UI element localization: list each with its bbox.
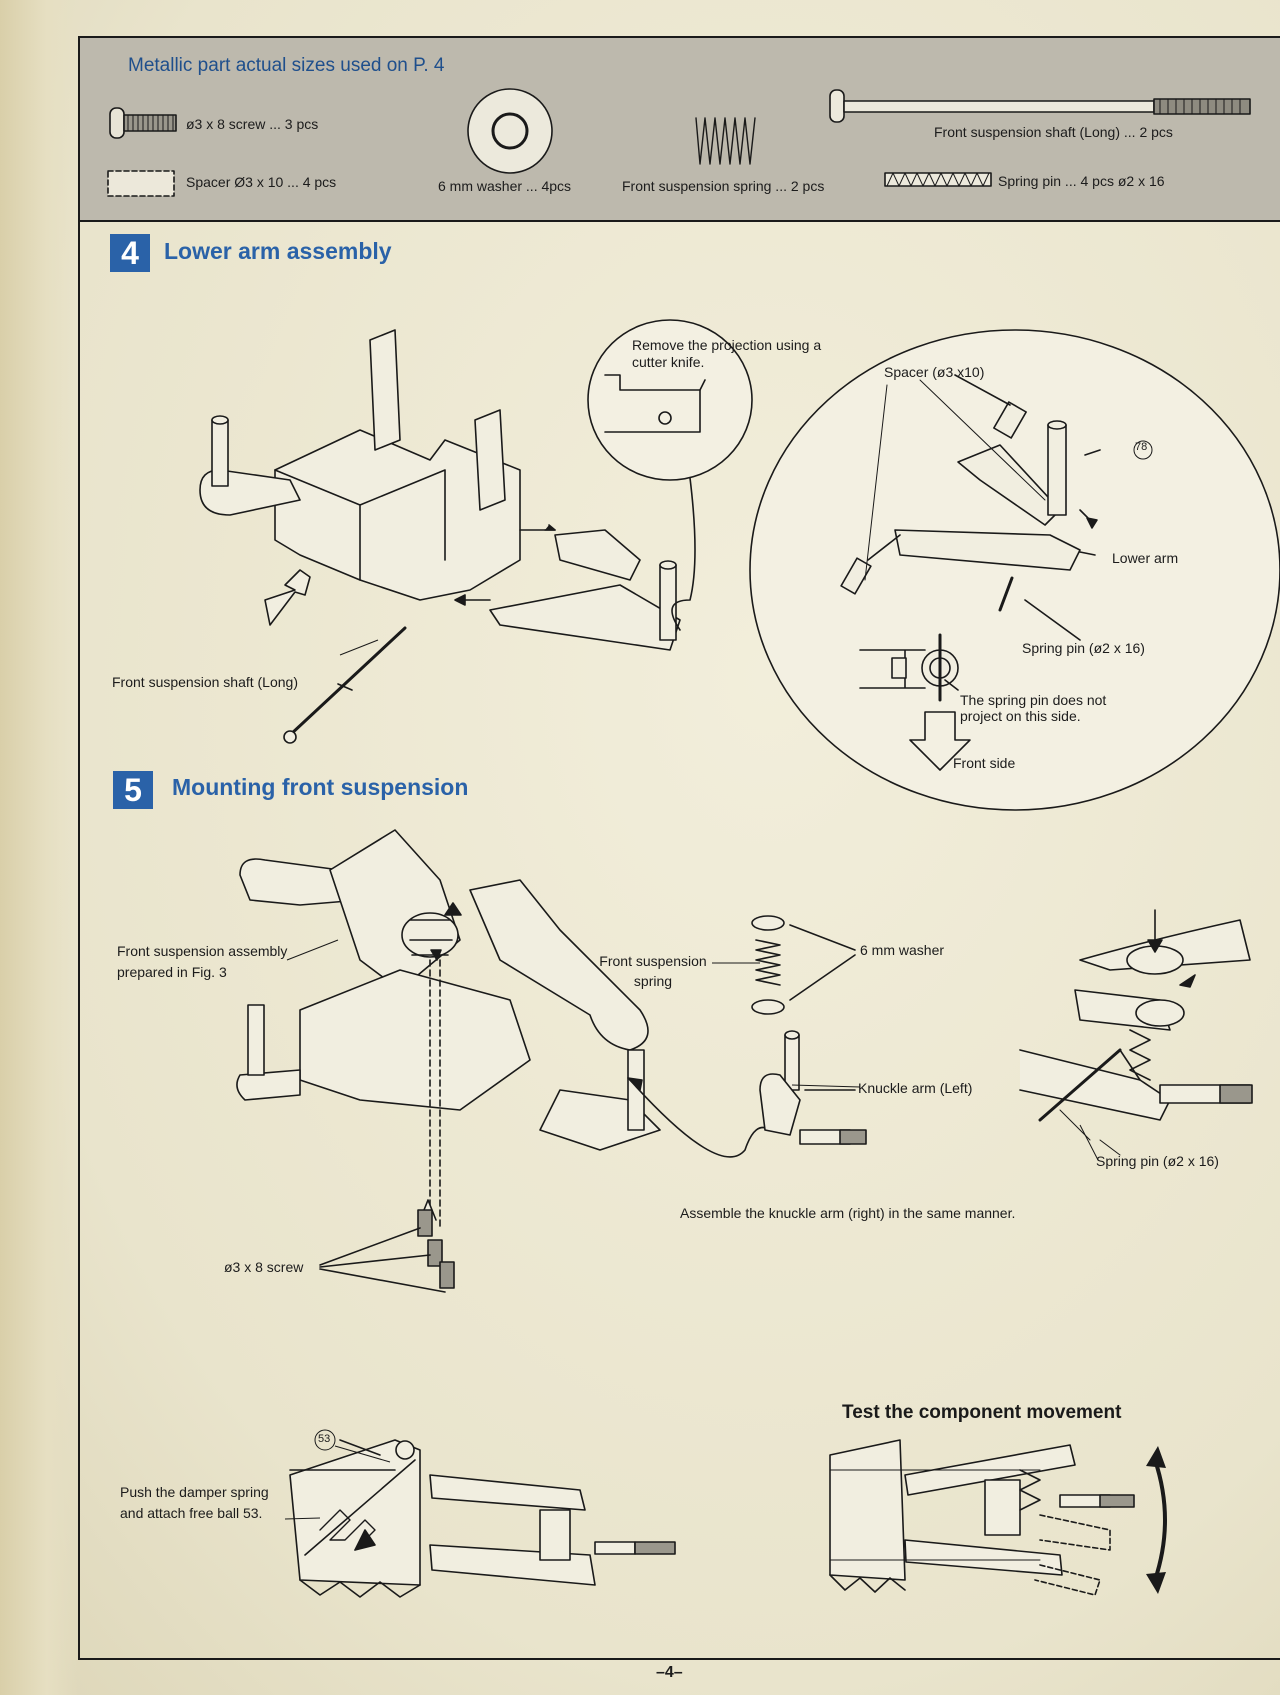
parts-band-title: Metallic part actual sizes used on P. 4 — [128, 55, 445, 76]
shaft-label: Front suspension shaft (Long) ... 2 pcs — [934, 124, 1173, 140]
screw-icon — [109, 107, 177, 139]
damper-spring-note: Push the damper spring and attach free b… — [120, 1484, 269, 1521]
spring-pin-hand-detail — [1019, 909, 1253, 1156]
pin-icon — [884, 172, 992, 187]
spring-pin-note: The spring pin does not project on this … — [960, 692, 1107, 724]
spacer-label: Spacer Ø3 x 10 ... 4 pcs — [186, 174, 337, 190]
washer-icon — [467, 88, 553, 174]
knuckle-arm-stack — [751, 915, 867, 1145]
page-number: –4– — [656, 1664, 683, 1681]
step-4-title: Lower arm assembly — [164, 238, 392, 264]
step-4-number: 4 — [110, 234, 150, 272]
spring-icon — [695, 117, 756, 165]
step-5-number: 5 — [113, 771, 153, 809]
pin-label: Spring pin ... 4 pcs ø2 x 16 — [998, 173, 1165, 189]
washer-callout-label: 6 mm washer — [860, 942, 945, 958]
spring-label: Front suspension spring ... 2 pcs — [622, 178, 825, 194]
shaft-icon — [829, 89, 1251, 123]
washer-label: 6 mm washer ... 4pcs — [438, 178, 572, 194]
page-frame — [78, 36, 1280, 1660]
front-side-label: Front side — [953, 755, 1016, 771]
spacer-icon — [107, 170, 175, 197]
projection-callout-text: Remove the projection using a cutter kni… — [632, 337, 822, 370]
chassis-lower-arm-drawing — [199, 329, 681, 744]
spring-pin-step5-label: Spring pin (ø2 x 16) — [1096, 1153, 1219, 1169]
assembly-fig3-label: Front suspension assembly prepared in Fi… — [117, 943, 288, 980]
component-movement-drawing — [829, 1439, 1167, 1596]
lower-arm-label: Lower arm — [1112, 550, 1179, 566]
part-78-marker — [1133, 440, 1153, 460]
suspension-spring-label: Front suspension spring — [599, 953, 707, 989]
step-5-title: Mounting front suspension — [172, 774, 469, 800]
part-78-label: 78 — [1135, 441, 1148, 453]
test-movement-title: Test the component movement — [842, 1402, 1122, 1423]
screw-step5-label: ø3 x 8 screw — [224, 1259, 304, 1275]
spring-pin-callout-label: Spring pin (ø2 x 16) — [1022, 640, 1145, 656]
projection-callout — [587, 319, 753, 631]
worn-page-edge — [0, 0, 78, 1695]
same-manner-note: Assemble the knuckle arm (right) in the … — [680, 1205, 1016, 1221]
screw-label: ø3 x 8 screw ... 3 pcs — [186, 116, 319, 132]
part-53-label: 53 — [318, 1433, 331, 1445]
front-suspension-assembly-drawing — [236, 829, 771, 1293]
part-53-marker — [314, 1429, 336, 1451]
damper-spring-drawing — [289, 1439, 676, 1598]
front-shaft-label: Front suspension shaft (Long) — [112, 674, 298, 690]
spacer-callout-label: Spacer (ø3 x10) — [884, 364, 985, 380]
knuckle-arm-label: Knuckle arm (Left) — [858, 1080, 973, 1096]
spring-pin-detail-callout — [749, 329, 1280, 811]
metallic-parts-band — [80, 38, 1280, 222]
